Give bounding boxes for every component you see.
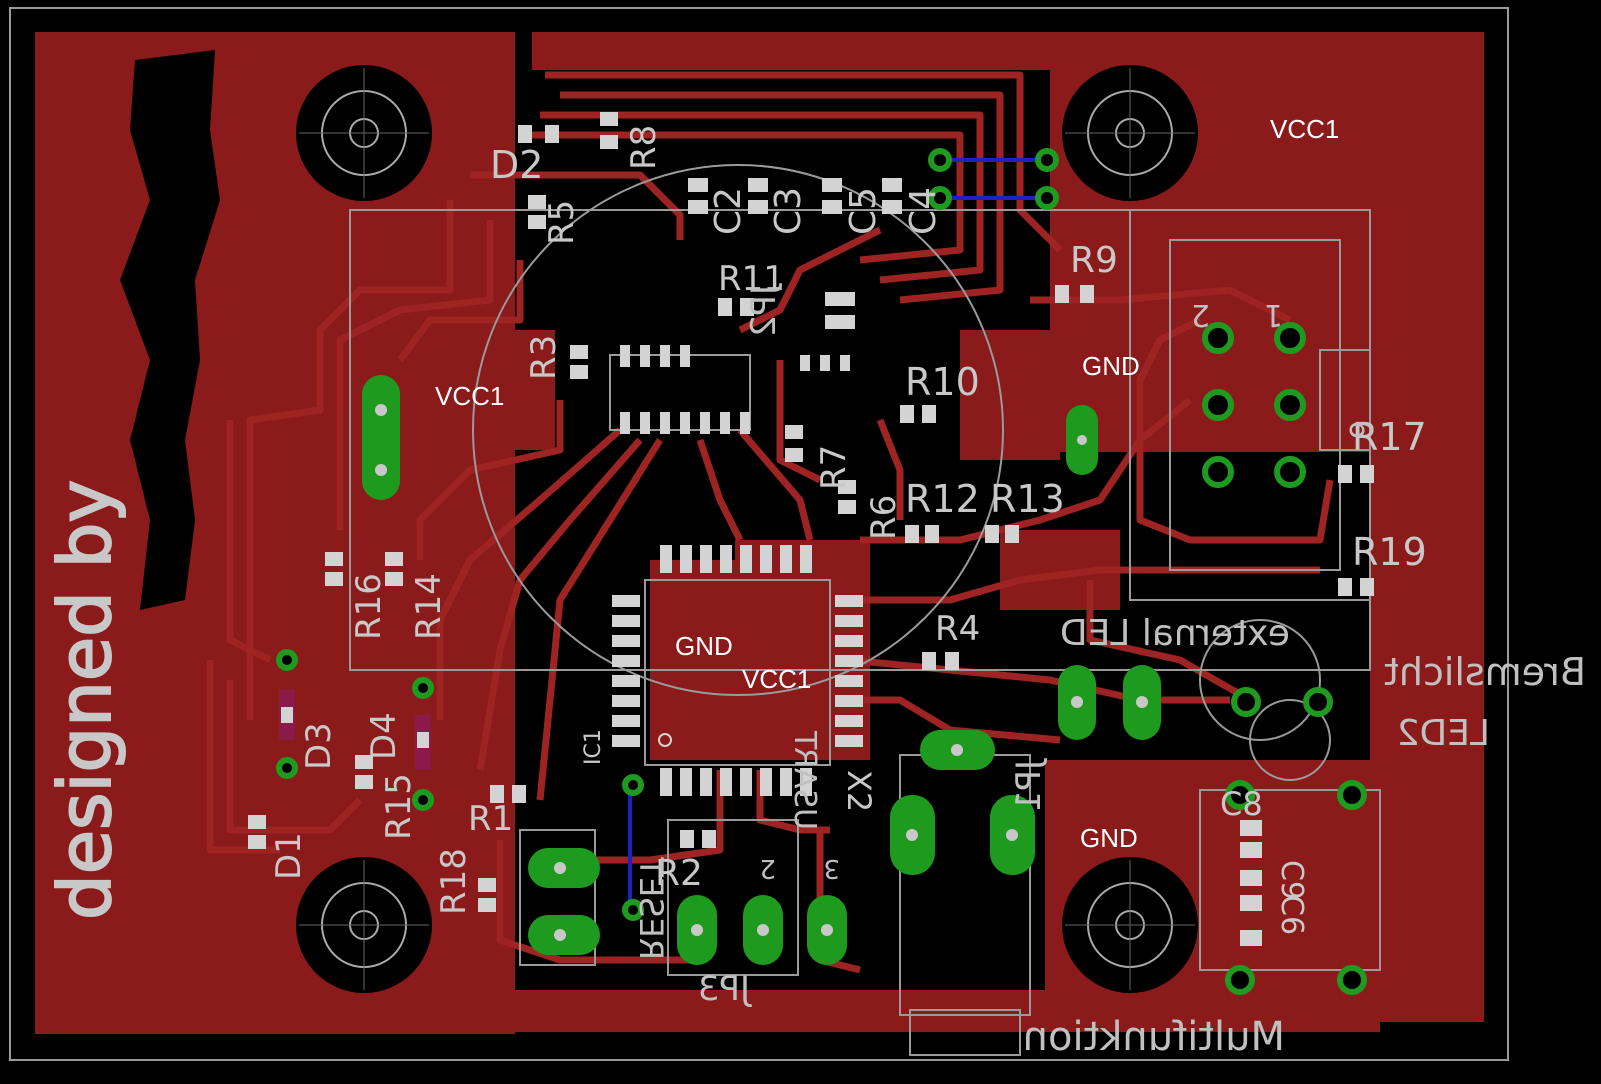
designed-by-text: designed by xyxy=(43,480,127,920)
net-label-gnd-ic: GND xyxy=(675,631,733,661)
label-r17: R17 xyxy=(1352,415,1427,459)
mounting-hole-icon xyxy=(1062,65,1198,201)
label-ic1: IC1 xyxy=(581,729,606,765)
label-c5: C5 xyxy=(843,187,884,235)
mounting-hole-icon xyxy=(296,65,432,201)
label-d4: D4 xyxy=(364,712,404,760)
soic-footprint xyxy=(620,345,750,434)
mounting-hole-icon xyxy=(1062,857,1198,993)
label-led2: LED2 xyxy=(1397,713,1490,754)
label-bremslicht: Bremslicht xyxy=(1384,650,1586,694)
label-c4: C4 xyxy=(903,187,944,235)
through-hole-pads xyxy=(362,375,1161,965)
label-jp3: JP3 xyxy=(698,969,752,1009)
label-r8: R8 xyxy=(624,125,664,170)
label-r3: R3 xyxy=(524,335,564,380)
label-multifunktion: Multifunktion xyxy=(1023,1014,1285,1060)
label-r7: R7 xyxy=(814,445,854,490)
label-pin3-jp3: 3 xyxy=(823,853,840,883)
label-d3: D3 xyxy=(299,722,339,770)
label-r2: R2 xyxy=(655,853,703,894)
label-r14: R14 xyxy=(409,573,449,640)
net-label-vcc1-left: VCC1 xyxy=(435,381,504,411)
label-pin2-jp3: 2 xyxy=(759,853,776,883)
label-jp2: JP2 xyxy=(744,283,784,337)
label-r10: R10 xyxy=(905,360,980,404)
net-label-vcc1-top: VCC1 xyxy=(1270,114,1339,144)
label-r18: R18 xyxy=(434,848,474,915)
label-c9: C9 xyxy=(1274,860,1309,900)
label-r5: R5 xyxy=(542,200,582,245)
label-x2: X2 xyxy=(840,770,878,812)
label-pin2-connector: 2 xyxy=(1191,297,1210,332)
mounting-holes xyxy=(296,65,1198,993)
label-c8: C8 xyxy=(1220,785,1263,823)
label-r16: R16 xyxy=(349,573,389,640)
label-r11: R11 xyxy=(718,259,785,299)
label-usart: USART xyxy=(787,730,822,830)
net-label-vcc1-ic: VCC1 xyxy=(742,664,811,694)
label-jp1: JP1 xyxy=(1009,758,1049,812)
label-r6: R6 xyxy=(864,495,904,540)
label-c3: C3 xyxy=(768,187,809,235)
label-reset: RESET xyxy=(632,857,670,960)
label-r12: R12 xyxy=(905,477,980,521)
label-r13: R13 xyxy=(990,477,1065,521)
board-outline xyxy=(9,7,1509,1061)
redaction-scribble xyxy=(120,50,220,610)
label-r9: R9 xyxy=(1070,240,1118,281)
via-icon xyxy=(276,148,1367,995)
net-label-gnd-right: GND xyxy=(1082,351,1140,381)
net-labels: VCC1 VCC1 GND GND VCC1 GND xyxy=(435,114,1339,853)
label-r1: R1 xyxy=(468,799,513,839)
label-pin1-connector: 1 xyxy=(1264,297,1283,332)
net-label-gnd-bottom: GND xyxy=(1080,823,1138,853)
mirrored-silk: external LED Bremslicht LED2 Multifunkti… xyxy=(632,283,1586,1060)
label-c6: C6 xyxy=(1274,895,1309,935)
label-r4: R4 xyxy=(935,609,980,649)
label-r15: R15 xyxy=(379,773,419,840)
label-d2: D2 xyxy=(490,143,543,187)
mounting-hole-icon xyxy=(296,857,432,993)
ic1-footprint xyxy=(612,545,863,796)
label-pin6-connector: 6 xyxy=(1342,420,1377,439)
diode-bodies xyxy=(279,690,431,770)
silkscreen-outlines xyxy=(349,164,1381,1056)
label-d1: D1 xyxy=(269,832,309,880)
label-r19: R19 xyxy=(1352,530,1427,574)
smd-pads xyxy=(248,112,1374,946)
label-external-led: external LED xyxy=(1060,613,1290,654)
label-c2: C2 xyxy=(708,187,749,235)
silk-labels: D2 R8 R5 C2 C3 C5 C4 R9 R11 R3 R10 R7 R6… xyxy=(269,125,1427,935)
